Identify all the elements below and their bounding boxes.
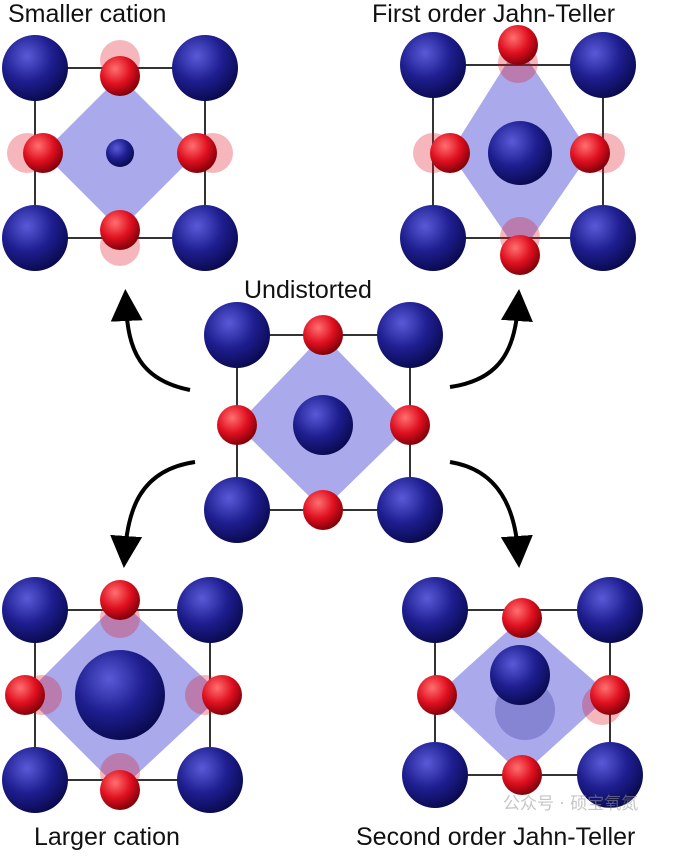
center-cation [490,645,550,705]
oxygen-atom [498,25,538,65]
corner-atom [172,205,238,271]
oxygen-atom [502,598,542,638]
arrow-to-smaller-cation [110,289,191,392]
oxygen-atom [417,675,457,715]
oxygen-atom [100,56,140,96]
oxygen-atom [5,675,45,715]
center-cation [106,139,134,167]
corner-atom [177,747,243,813]
corner-atom [402,577,468,643]
cell-first-order-jt [400,25,636,275]
label-second-order-jahn-teller: Second order Jahn-Teller [356,823,636,851]
watermark: 公众号 · 硕宝氧氮 [503,794,639,814]
label-undistorted: Undistorted [244,276,372,304]
oxygen-atom [430,133,470,173]
corner-atom [2,205,68,271]
arrow-to-first-order-jt [449,289,533,389]
arrow-to-larger-cation [110,460,196,568]
arrow-to-second-order-jt [449,460,533,568]
corner-atom [2,577,68,643]
oxygen-atom [303,490,343,530]
oxygen-atom [100,580,140,620]
label-larger-cation: Larger cation [34,823,180,851]
oxygen-atom [217,405,257,445]
corner-atom [402,742,468,808]
corner-atom [570,205,636,271]
oxygen-atom [100,770,140,810]
label-smaller-cation: Smaller cation [8,0,167,28]
oxygen-atom [502,755,542,795]
cell-second-order-jt [402,577,643,808]
corner-atom [377,477,443,543]
center-cation [293,395,353,455]
corner-atom [577,577,643,643]
oxygen-atom [100,210,140,250]
oxygen-atom [500,235,540,275]
corner-atom [204,477,270,543]
oxygen-atom [590,675,630,715]
cell-undistorted [204,302,443,543]
label-first-order-jahn-teller: First order Jahn-Teller [372,0,616,28]
corner-atom [172,35,238,101]
corner-atom [400,205,466,271]
arrows [110,289,533,568]
corner-atom [400,32,466,98]
corner-atom [204,302,270,368]
oxygen-atom [303,315,343,355]
oxygen-atom [202,675,242,715]
cell-larger-cation [2,577,243,813]
oxygen-atom [390,405,430,445]
oxygen-atom [177,133,217,173]
corner-atom [577,742,643,808]
corner-atom [2,35,68,101]
center-cation [488,121,552,185]
oxygen-atom [23,133,63,173]
corner-atom [177,577,243,643]
corner-atom [2,747,68,813]
corner-atom [570,32,636,98]
center-cation [75,650,165,740]
corner-atom [377,302,443,368]
oxygen-atom [570,133,610,173]
cell-smaller-cation [2,35,238,271]
